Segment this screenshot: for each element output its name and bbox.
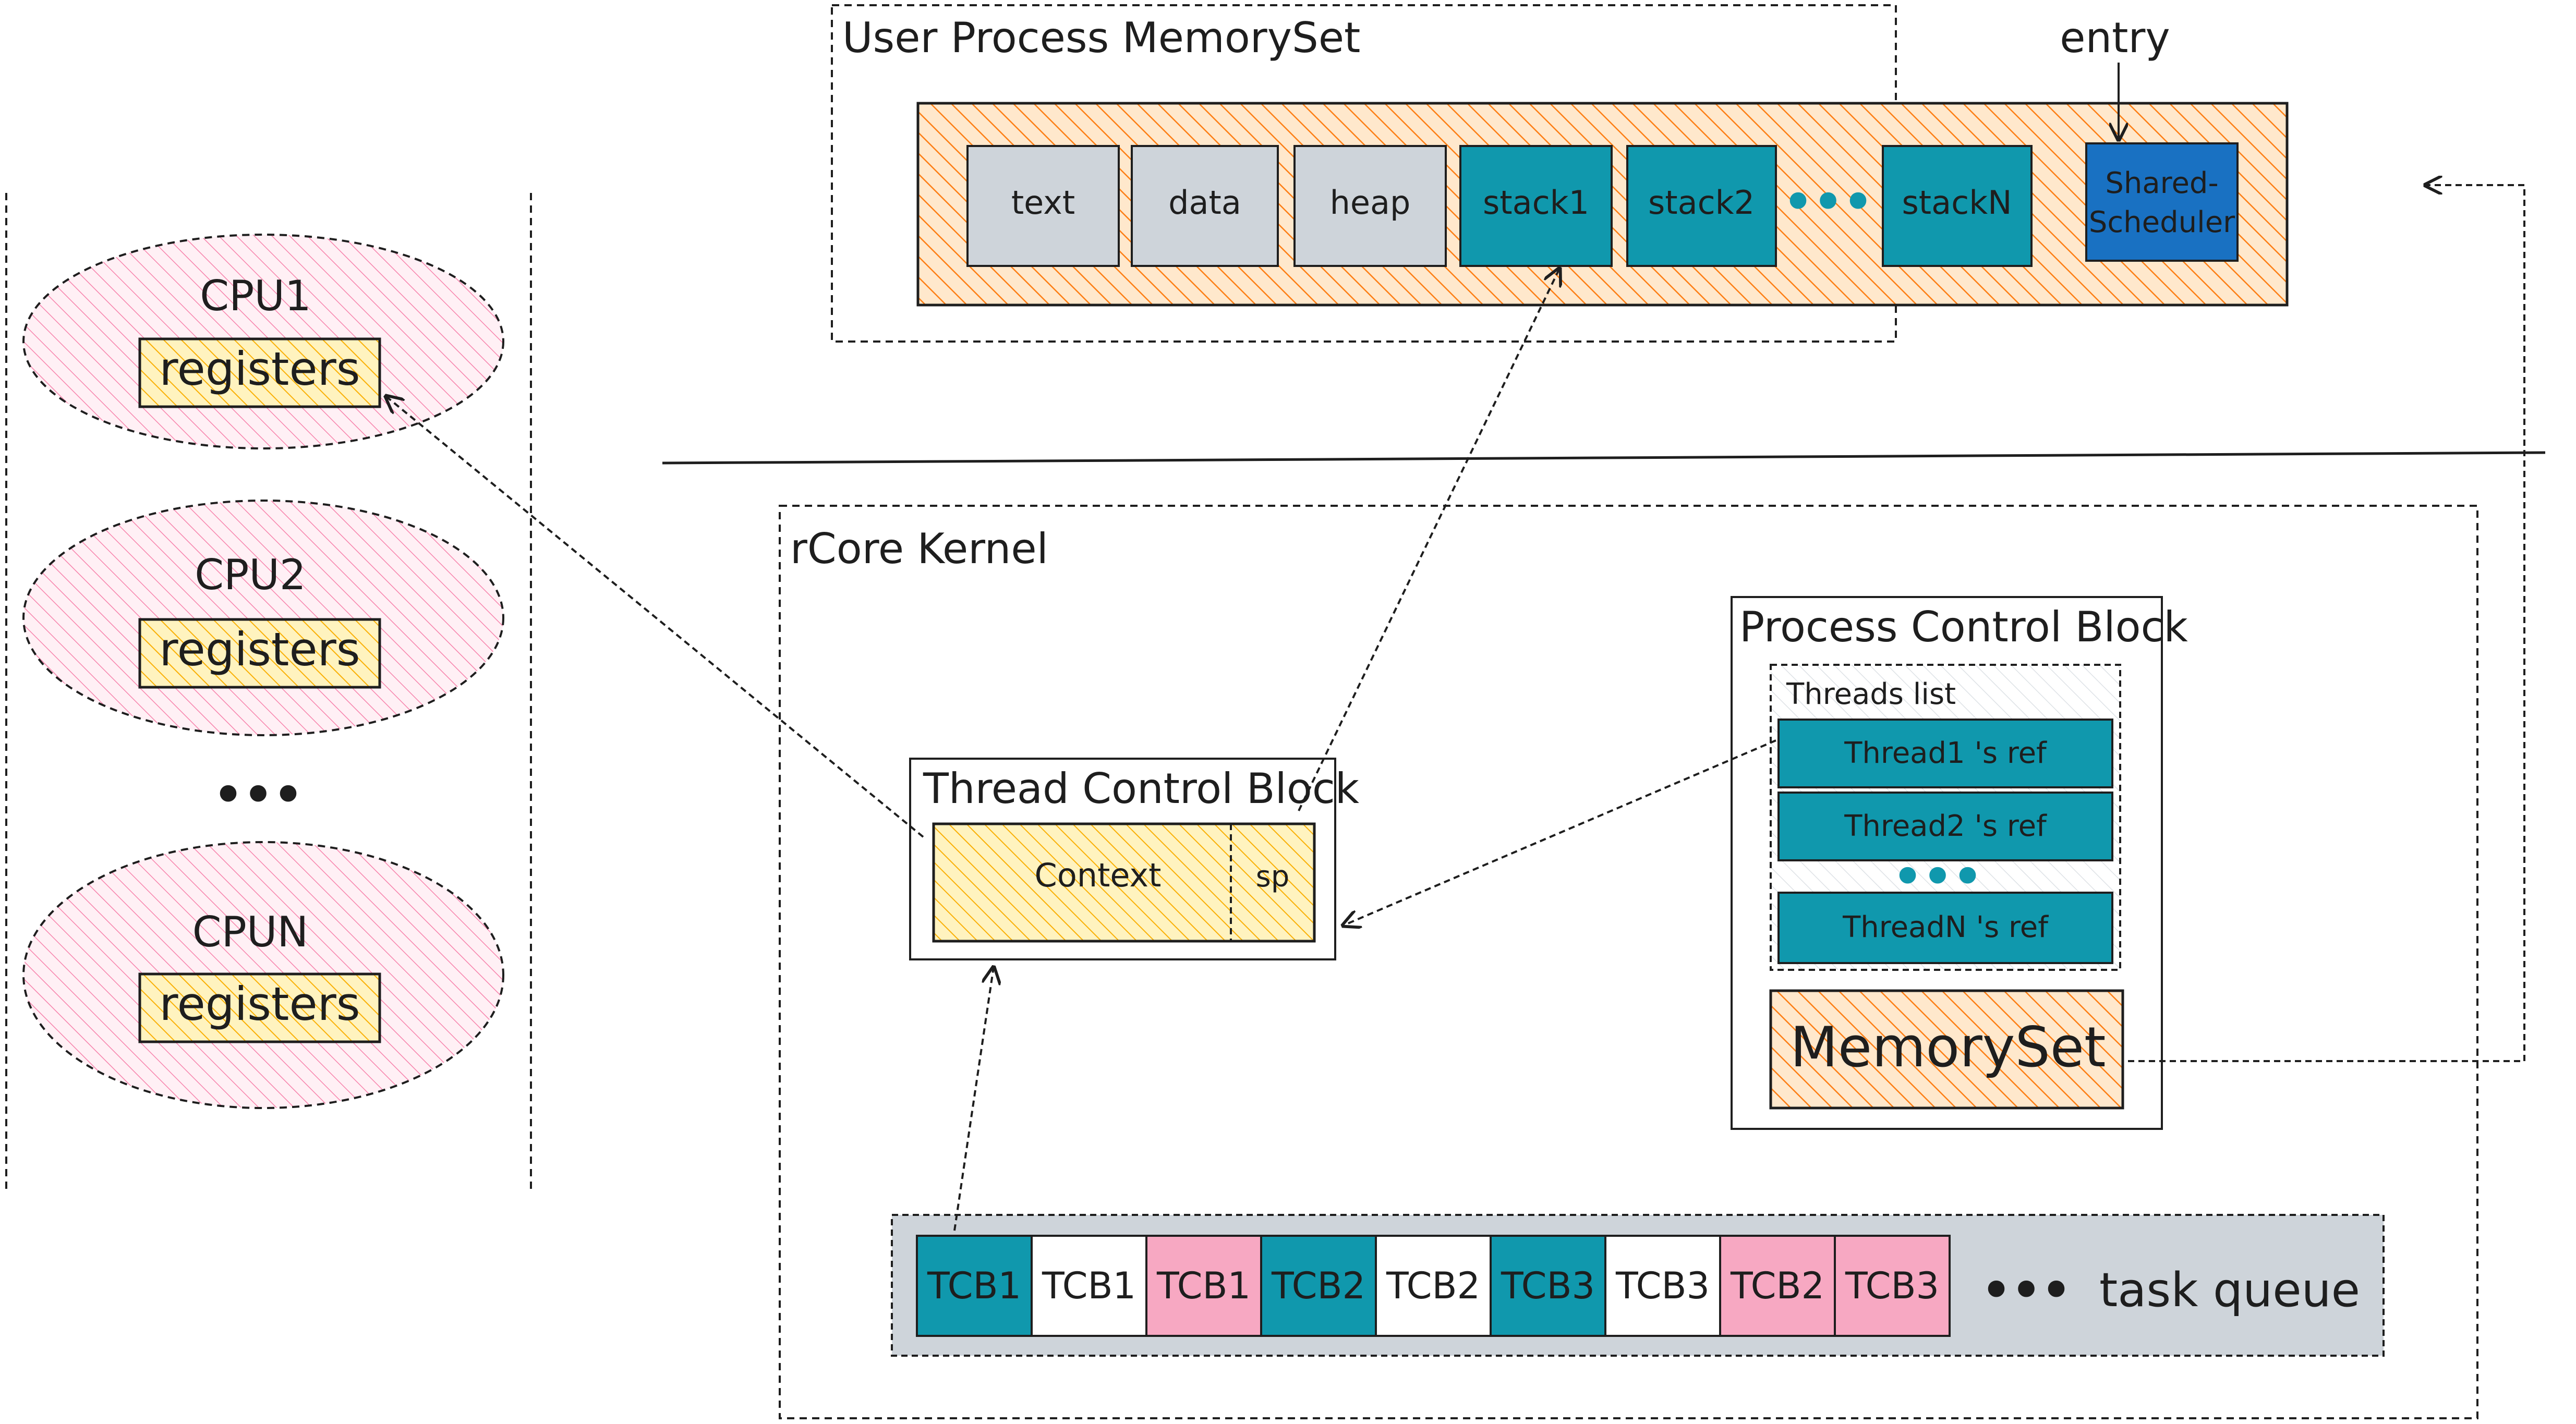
task-queue-item: TCB3 bbox=[1490, 1235, 1606, 1337]
svg-text:registers: registers bbox=[159, 977, 360, 1031]
pcb-title: Process Control Block bbox=[1739, 603, 2188, 651]
svg-text:Thread1 's ref: Thread1 's ref bbox=[1844, 736, 2047, 770]
thread2-ref: Thread2 's ref bbox=[1777, 792, 2113, 861]
threadN-ref: ThreadN 's ref bbox=[1777, 892, 2113, 964]
task-queue-item-label: TCB2 bbox=[1271, 1264, 1365, 1307]
arrow-sp-to-stack1 bbox=[1298, 269, 1559, 811]
svg-text:stack2: stack2 bbox=[1648, 184, 1755, 222]
cpu-n: CPUN registers bbox=[22, 841, 504, 1109]
cpu-1-name: CPU1 bbox=[200, 272, 311, 320]
segment-heap: heap bbox=[1293, 145, 1447, 267]
task-queue-item: TCB2 bbox=[1375, 1235, 1492, 1337]
svg-text:stackN: stackN bbox=[1902, 184, 2012, 222]
task-queue-item: TCB3 bbox=[1604, 1235, 1721, 1337]
arrow-queue-to-tcb bbox=[953, 967, 994, 1231]
tcb-title: Thread Control Block bbox=[923, 764, 1360, 813]
task-queue-item: TCB2 bbox=[1719, 1235, 1836, 1337]
kernel-title: rCore Kernel bbox=[790, 525, 1048, 573]
cpu-2-registers bbox=[138, 618, 381, 689]
pcb-memoryset: MemorySet bbox=[1769, 989, 2124, 1110]
segment-stack1: stack1 bbox=[1459, 145, 1613, 267]
task-queue-item-label: TCB2 bbox=[1730, 1264, 1824, 1307]
task-queue-item-label: TCB3 bbox=[1501, 1264, 1595, 1307]
task-queue-items: TCB1 TCB1 TCB1 TCB2 TCB2 TCB3 TCB3 TCB2 TCB3 bbox=[916, 1235, 1951, 1337]
task-queue-item: TCB1 bbox=[1031, 1235, 1147, 1337]
cpu-n-name: CPUN bbox=[192, 908, 309, 956]
task-queue-ellipsis: ••• bbox=[1981, 1263, 2072, 1318]
task-queue-item: TCB1 bbox=[916, 1235, 1033, 1337]
user-process-memoryset: User Process MemorySet text data heap st… bbox=[831, 4, 2289, 343]
segment-ellipsis: ••• bbox=[1783, 175, 1873, 229]
connectors bbox=[386, 185, 2525, 1231]
svg-text:stack1: stack1 bbox=[1483, 184, 1589, 222]
user-kernel-divider bbox=[662, 451, 2546, 465]
segment-shared-scheduler: Shared- Scheduler bbox=[2085, 142, 2239, 262]
svg-text:text: text bbox=[1011, 184, 1075, 222]
cpu-2: CPU2 registers bbox=[22, 500, 504, 736]
tcb-context bbox=[932, 822, 1316, 943]
cpu-ellipsis: ••• bbox=[213, 768, 304, 822]
task-queue-item-label: TCB3 bbox=[1615, 1264, 1710, 1307]
arrow-memoryset-to-user-process bbox=[2128, 185, 2525, 1062]
arrow-thread-ref-to-tcb bbox=[1343, 739, 1776, 926]
svg-text:registers: registers bbox=[159, 342, 360, 396]
task-queue-item-label: TCB1 bbox=[1156, 1264, 1251, 1307]
svg-text:Shared-: Shared- bbox=[2105, 166, 2218, 200]
segment-text: text bbox=[966, 145, 1120, 267]
task-queue-item: TCB3 bbox=[1834, 1235, 1951, 1337]
svg-text:registers: registers bbox=[159, 623, 360, 676]
task-queue-item-label: TCB2 bbox=[1386, 1264, 1480, 1307]
segment-data: data bbox=[1131, 145, 1279, 267]
svg-text:Threads list: Threads list bbox=[1786, 677, 1956, 711]
tcb-sp: sp bbox=[1256, 860, 1290, 894]
svg-text:heap: heap bbox=[1330, 184, 1411, 222]
process-control-block: Process Control Block Threads list Threa… bbox=[1731, 596, 2188, 1130]
cpu-column: CPU1 registers CPU2 registers ••• CPUN r… bbox=[5, 193, 532, 1189]
svg-text:ThreadN 's ref: ThreadN 's ref bbox=[1842, 910, 2049, 944]
task-queue-item-label: TCB1 bbox=[927, 1264, 1021, 1307]
svg-text:Scheduler: Scheduler bbox=[2089, 205, 2235, 239]
arrow-context-to-registers bbox=[386, 396, 924, 838]
user-process-title: User Process MemorySet bbox=[842, 14, 1360, 62]
rcore-kernel: rCore Kernel Thread Control Block Contex… bbox=[779, 505, 2478, 1419]
kernel-frame bbox=[779, 505, 2478, 1419]
svg-text:Context: Context bbox=[1035, 856, 1162, 894]
svg-text:data: data bbox=[1168, 184, 1241, 222]
svg-text:MemorySet: MemorySet bbox=[1790, 1015, 2106, 1079]
task-queue-item: TCB2 bbox=[1260, 1235, 1377, 1337]
thread-control-block: Thread Control Block Context sp bbox=[909, 758, 1360, 960]
segment-stackN: stackN bbox=[1882, 145, 2033, 267]
task-queue-item-label: TCB1 bbox=[1042, 1264, 1136, 1307]
svg-text:Thread2 's ref: Thread2 's ref bbox=[1844, 809, 2047, 843]
task-queue: TCB1 TCB1 TCB1 TCB2 TCB2 TCB3 TCB3 TCB2 TCB3 •••… bbox=[891, 1214, 2385, 1357]
task-queue-label: task queue bbox=[2099, 1263, 2360, 1318]
task-queue-item-label: TCB3 bbox=[1845, 1264, 1939, 1307]
cpu-n-registers bbox=[138, 972, 381, 1043]
segment-stack2: stack2 bbox=[1626, 145, 1777, 267]
thread1-ref: Thread1 's ref bbox=[1777, 719, 2113, 788]
task-queue-item: TCB1 bbox=[1145, 1235, 1262, 1337]
cpu-1: CPU1 registers bbox=[22, 234, 504, 449]
cpu-2-name: CPU2 bbox=[195, 551, 306, 599]
cpu-1-registers bbox=[138, 337, 381, 408]
entry-label: entry bbox=[2060, 14, 2170, 62]
